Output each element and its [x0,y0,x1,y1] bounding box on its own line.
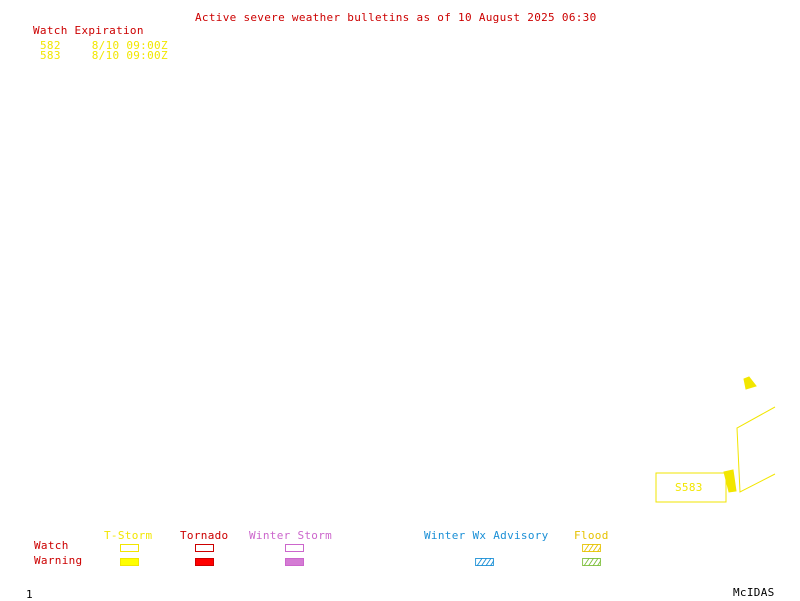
legend-row-warning: Warning [34,554,83,567]
watch-time: 8/10 09:00Z [91,49,168,62]
frame-number: 1 [26,588,33,601]
watch-time: 8/10 09:00Z [91,39,168,52]
legend-col-winter-wx-advisory: Winter Wx Advisory [424,529,549,542]
warning-polygon [743,376,757,390]
swatch-winter-wx-advisory [475,558,494,566]
watch-expiration-row: 582 8/10 09:00Z [40,39,168,52]
watch-583-label-box [655,472,727,503]
legend-col-tstorm: T-Storm [104,529,153,542]
watch-id: 583 [40,49,61,62]
warning-polygon [723,469,737,493]
swatch-flood-warning [582,558,601,566]
watch-expiration-row: 583 8/10 09:00Z [40,49,168,62]
swatch-tstorm-warning [120,558,139,566]
watch-box-label: S583 [675,481,703,494]
legend-col-tornado: Tornado [180,529,229,542]
swatch-winter-storm-watch [285,544,304,552]
swatch-tornado-warning [195,558,214,566]
legend-row-watch: Watch [34,539,69,552]
swatch-winter-storm-warning [285,558,304,566]
swatch-tstorm-watch [120,544,139,552]
swatch-tornado-watch [195,544,214,552]
watch-expiration-heading: Watch Expiration [33,24,144,37]
legend-col-flood: Flood [574,529,609,542]
page-title: Active severe weather bulletins as of 10… [195,11,597,24]
watch-id: 582 [40,39,61,52]
swatch-flood-watch [582,544,601,552]
credit-label: McIDAS [733,586,775,599]
watch-583-outline [736,406,776,493]
legend-col-winter-storm: Winter Storm [249,529,333,542]
